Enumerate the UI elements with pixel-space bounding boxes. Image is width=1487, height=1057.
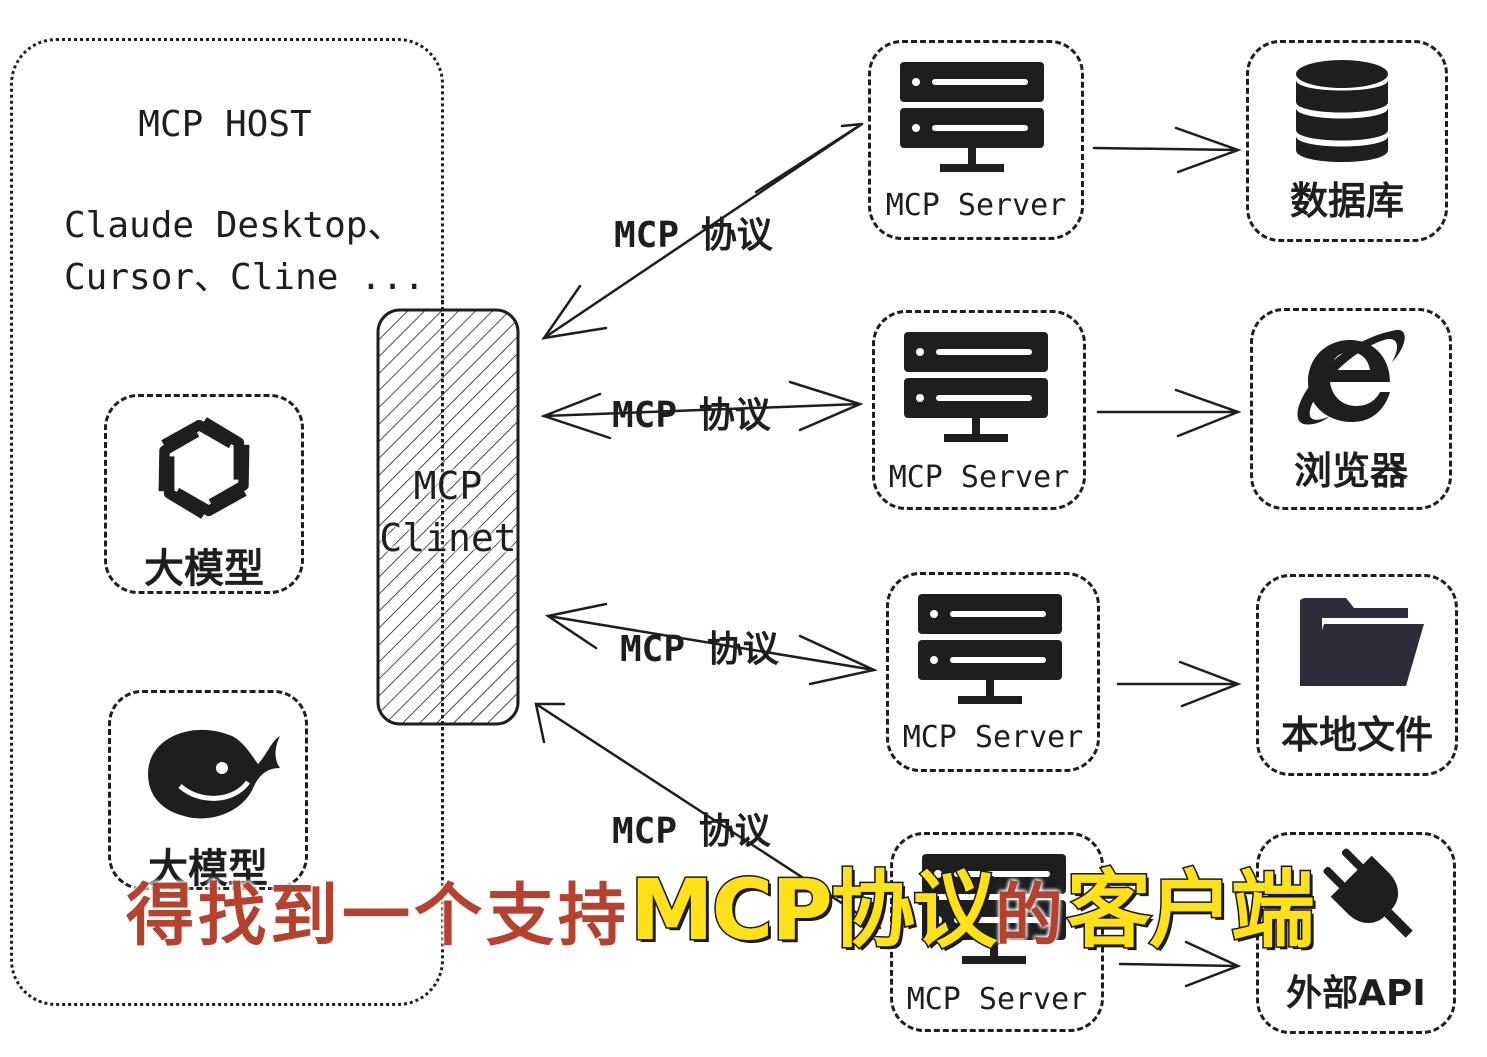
mcp-server-card (868, 40, 1084, 240)
server-icon (904, 332, 1048, 442)
plug-icon (1323, 848, 1413, 938)
protocol-label-3: MCP 协议 (620, 629, 779, 670)
subtitle-part2: MCP协议 (629, 861, 999, 959)
server-icon (900, 62, 1044, 172)
subtitle-part1: 得找到一个支持 (126, 877, 631, 956)
subtitle-part4: 客户端 (1065, 861, 1316, 959)
resource-label-database: 数据库 (1289, 179, 1404, 223)
host-apps-line2: Cursor、Cline ... (64, 257, 426, 298)
resource-card-external-api (1256, 832, 1456, 1034)
server-icon (918, 594, 1062, 704)
server-label: MCP Server (902, 720, 1084, 755)
server-icon (922, 854, 1066, 964)
server-label: MCP Server (906, 982, 1088, 1017)
server-label: MCP Server (888, 460, 1070, 495)
model-label: 大模型 (144, 546, 264, 592)
mcp-server-card (872, 310, 1086, 510)
model-label: 大模型 (148, 846, 268, 892)
resource-label-external-api: 外部API (1286, 973, 1426, 1014)
protocol-label-4: MCP 协议 (612, 811, 771, 852)
mcp-server-card (890, 832, 1104, 1032)
subtitle-part3: 的 (994, 877, 1067, 956)
host-title: MCP HOST (138, 104, 312, 145)
host-apps-line1: Claude Desktop、 (64, 205, 404, 246)
mcp-server-card (886, 572, 1100, 772)
client-label-line2: Clinet (379, 516, 517, 560)
deepseek-whale-icon (148, 729, 280, 819)
database-icon (1296, 60, 1388, 162)
resource-label-browser: 浏览器 (1293, 449, 1408, 493)
protocol-label-1: MCP 协议 (614, 215, 773, 256)
resource-card-browser (1250, 308, 1452, 510)
openai-logo-icon (158, 417, 250, 519)
resource-card-local-files (1256, 574, 1458, 776)
server-label: MCP Server (885, 188, 1067, 223)
host-divider-dotted (441, 300, 444, 900)
model-card-openai (104, 394, 304, 594)
client-label-line1: MCP (413, 464, 483, 508)
mcp-client-box (376, 308, 520, 726)
folder-icon (1300, 598, 1424, 686)
model-card-deepseek (108, 690, 308, 890)
internet-explorer-icon (1297, 329, 1405, 425)
protocol-label-2: MCP 协议 (612, 395, 771, 436)
video-subtitle: 得找到一个支持MCP协议的客户端 (126, 867, 1316, 954)
resource-label-local-files: 本地文件 (1280, 713, 1433, 757)
resource-card-database (1246, 40, 1448, 242)
